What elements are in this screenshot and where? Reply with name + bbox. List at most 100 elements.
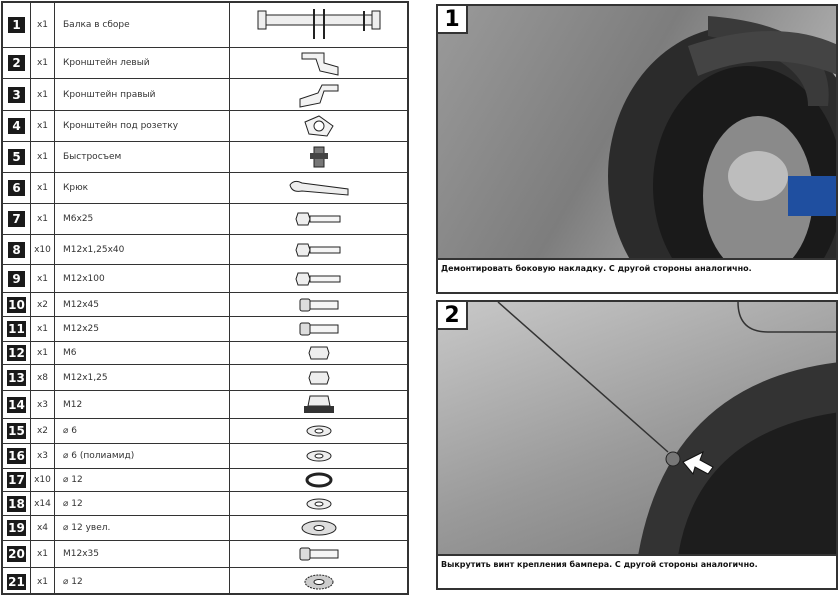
part-name: ⌀ 12 [55, 568, 230, 595]
part-number: 10 [7, 296, 26, 313]
parts-row: 18 x14 ⌀ 12 [3, 492, 407, 516]
part-number-cell: 11 [3, 317, 31, 341]
part-name: М6х25 [55, 204, 230, 234]
part-name: М12х1,25 [55, 365, 230, 390]
part-quantity: x1 [31, 342, 55, 364]
parts-row: 5 x1 Быстросъем [3, 142, 407, 173]
part-name: Кронштейн правый [55, 79, 230, 110]
part-quantity: x14 [31, 492, 55, 515]
part-number-cell: 1 [3, 3, 31, 47]
part-quantity: x1 [31, 111, 55, 141]
part-number-cell: 16 [3, 444, 31, 468]
part-number-cell: 15 [3, 419, 31, 443]
parts-row: 19 x4 ⌀ 12 увел. [3, 516, 407, 541]
part-quantity: x1 [31, 173, 55, 203]
nut-icon [230, 365, 407, 390]
part-name: Крюк [55, 173, 230, 203]
part-number: 8 [8, 241, 25, 258]
bumper-screw-photo-icon [497, 302, 836, 554]
parts-row: 10 x2 М12х45 [3, 293, 407, 317]
part-name: ⌀ 12 [55, 469, 230, 491]
part-number-cell: 5 [3, 142, 31, 172]
part-quantity: x4 [31, 516, 55, 540]
parts-row: 11 x1 М12х25 [3, 317, 407, 342]
step-2-panel: 2 Выкрутить винт крепления бампера. С др… [436, 300, 838, 590]
socket-bracket-icon [230, 111, 407, 141]
part-number-cell: 19 [3, 516, 31, 540]
part-number: 9 [8, 270, 25, 287]
part-number-cell: 12 [3, 342, 31, 364]
part-name: М6 [55, 342, 230, 364]
part-number: 19 [7, 520, 26, 536]
part-quantity: x1 [31, 541, 55, 567]
part-name: ⌀ 12 [55, 492, 230, 515]
part-number-cell: 2 [3, 48, 31, 78]
parts-table: 1 x1 Балка в сборе 2 x1 Кронштейн левый … [1, 1, 409, 595]
beam-icon [230, 3, 407, 47]
bolt-icon [230, 204, 407, 234]
part-number-cell: 4 [3, 111, 31, 141]
bracket-right-icon [230, 79, 407, 110]
parts-row: 2 x1 Кронштейн левый [3, 48, 407, 79]
part-quantity: x1 [31, 79, 55, 110]
parts-row: 13 x8 М12х1,25 [3, 365, 407, 391]
parts-row: 17 x10 ⌀ 12 [3, 469, 407, 492]
part-number-cell: 17 [3, 469, 31, 491]
part-number: 16 [7, 448, 26, 464]
nut-icon [230, 342, 407, 364]
part-quantity: x1 [31, 265, 55, 292]
part-name: Кронштейн под розетку [55, 111, 230, 141]
part-number: 6 [8, 180, 25, 196]
part-quantity: x10 [31, 469, 55, 491]
wheel-arch-photo-icon [608, 16, 836, 258]
step-caption: Выкрутить винт крепления бампера. С друг… [441, 560, 758, 569]
part-number: 11 [7, 321, 26, 337]
part-quantity: x2 [31, 293, 55, 316]
part-name: М12х100 [55, 265, 230, 292]
step-1-photo: 1 [438, 6, 836, 260]
parts-row: 6 x1 Крюк [3, 173, 407, 204]
socket-bolt-icon [230, 317, 407, 341]
part-quantity: x1 [31, 48, 55, 78]
hook-icon [230, 173, 407, 203]
part-number-cell: 3 [3, 79, 31, 110]
parts-row: 8 x10 М12х1,25х40 [3, 235, 407, 265]
parts-row: 7 x1 М6х25 [3, 204, 407, 235]
part-number-cell: 8 [3, 235, 31, 264]
parts-row: 3 x1 Кронштейн правый [3, 79, 407, 111]
part-name: Балка в сборе [55, 3, 230, 47]
part-name: ⌀ 6 (полиамид) [55, 444, 230, 468]
part-number: 15 [7, 423, 26, 439]
part-quantity: x2 [31, 419, 55, 443]
parts-row: 9 x1 М12х100 [3, 265, 407, 293]
washer-icon [230, 444, 407, 468]
part-number-cell: 10 [3, 293, 31, 316]
part-number: 5 [8, 149, 25, 165]
part-number: 7 [8, 211, 25, 227]
part-number: 20 [7, 546, 26, 562]
part-number: 17 [7, 472, 26, 488]
step-number: 1 [438, 6, 468, 34]
parts-row: 20 x1 М12х35 [3, 541, 407, 568]
part-quantity: x8 [31, 365, 55, 390]
part-name: ⌀ 6 [55, 419, 230, 443]
parts-row: 16 x3 ⌀ 6 (полиамид) [3, 444, 407, 469]
bolt-icon [230, 235, 407, 264]
part-name: ⌀ 12 увел. [55, 516, 230, 540]
part-name: М12х25 [55, 317, 230, 341]
part-name: М12х1,25х40 [55, 235, 230, 264]
parts-row: 21 x1 ⌀ 12 [3, 568, 407, 595]
part-quantity: x1 [31, 3, 55, 47]
part-name: М12х35 [55, 541, 230, 567]
part-number-cell: 9 [3, 265, 31, 292]
large-washer-icon [230, 516, 407, 540]
socket-bolt-icon [230, 541, 407, 567]
flange-nut-icon [230, 391, 407, 418]
parts-row: 12 x1 М6 [3, 342, 407, 365]
parts-row: 4 x1 Кронштейн под розетку [3, 111, 407, 142]
step-2-photo: 2 [438, 302, 836, 556]
part-number: 18 [7, 495, 26, 512]
part-number: 13 [7, 369, 26, 386]
part-number: 4 [8, 118, 25, 134]
part-quantity: x1 [31, 568, 55, 595]
